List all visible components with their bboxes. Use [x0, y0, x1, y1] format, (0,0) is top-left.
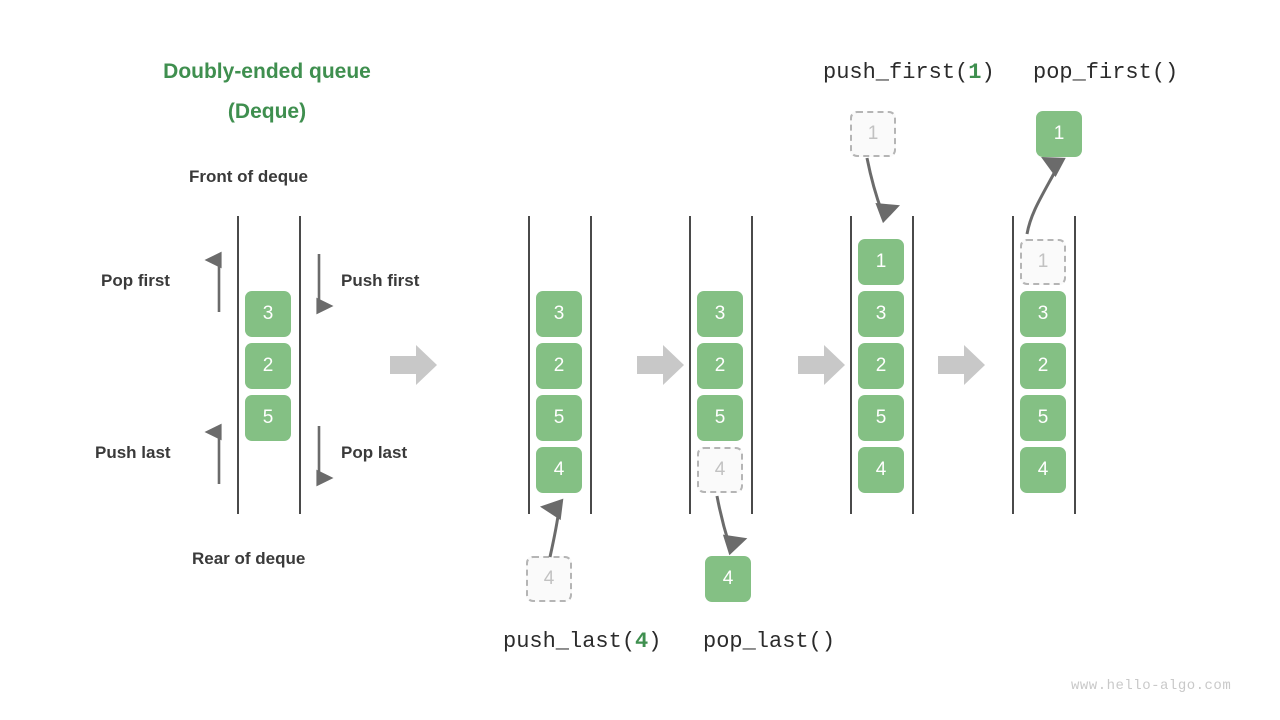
deque-cell: 5 — [858, 395, 904, 441]
deque-cell-new: 4 — [536, 447, 582, 493]
pop-first-arrow-icon — [204, 251, 222, 312]
deque-cell: 2 — [1020, 343, 1066, 389]
deque-rail-right-p3 — [751, 216, 753, 514]
push-last-op-arg: 4 — [635, 629, 649, 654]
push-first-label: Push first — [341, 271, 420, 290]
push-last-op-close: ) — [648, 629, 662, 654]
deque-ghost-cell-removed: 4 — [697, 447, 743, 493]
deque-popped-cell: 4 — [705, 556, 751, 602]
deque-cell: 4 — [858, 447, 904, 493]
deque-cell: 2 — [536, 343, 582, 389]
deque-cell: 2 — [697, 343, 743, 389]
transition-arrow-icon — [390, 345, 437, 385]
pop-last-operation-label: pop_last() — [703, 629, 836, 654]
deque-cell: 5 — [1020, 395, 1066, 441]
deque-rail-right-p5 — [1074, 216, 1076, 514]
transition-arrow-icon — [798, 345, 845, 385]
push-last-operation-label: push_last(4) — [503, 629, 661, 654]
push-last-motion-arrow-icon — [539, 498, 564, 558]
push-last-arrow-icon — [204, 423, 222, 484]
page-title-line2: (Deque) — [227, 100, 307, 123]
deque-cell: 3 — [536, 291, 582, 337]
page-title-line1: Doubly-ended queue — [163, 60, 371, 83]
deque-cell: 3 — [697, 291, 743, 337]
transition-arrow-icon — [938, 345, 985, 385]
pop-first-label: Pop first — [101, 271, 170, 290]
push-last-op-name: push_last( — [503, 629, 636, 654]
front-of-deque-label: Front of deque — [189, 167, 308, 186]
deque-cell: 5 — [245, 395, 291, 441]
transition-arrow-icon — [637, 345, 684, 385]
deque-cell: 2 — [245, 343, 291, 389]
deque-rail-left-p1 — [237, 216, 239, 514]
deque-rail-left-p4 — [850, 216, 852, 514]
deque-cell: 3 — [1020, 291, 1066, 337]
deque-rail-left-p2 — [528, 216, 530, 514]
deque-rail-right-p1 — [299, 216, 301, 514]
deque-cell: 3 — [858, 291, 904, 337]
deque-rail-right-p2 — [590, 216, 592, 514]
deque-ghost-cell-incoming: 1 — [850, 111, 896, 157]
pop-last-motion-arrow-icon — [715, 495, 748, 556]
deque-rail-left-p5 — [1012, 216, 1014, 514]
push-first-op-name: push_first( — [823, 60, 969, 85]
deque-rail-left-p3 — [689, 216, 691, 514]
deque-cell: 5 — [697, 395, 743, 441]
pop-last-arrow-icon — [316, 426, 334, 487]
deque-cell: 2 — [858, 343, 904, 389]
push-first-op-close: ) — [981, 60, 995, 85]
deque-ghost-cell-removed: 1 — [1020, 239, 1066, 285]
site-watermark: www.hello-algo.com — [1071, 678, 1232, 694]
deque-cell: 3 — [245, 291, 291, 337]
deque-popped-cell: 1 — [1036, 111, 1082, 157]
push-last-label: Push last — [95, 443, 171, 462]
pop-last-label: Pop last — [341, 443, 408, 462]
push-first-motion-arrow-icon — [865, 157, 900, 224]
push-first-operation-label: push_first(1) — [823, 60, 995, 85]
deque-cell: 4 — [1020, 447, 1066, 493]
push-first-op-arg: 1 — [968, 60, 982, 85]
pop-first-operation-label: pop_first() — [1033, 60, 1179, 85]
deque-cell-new: 1 — [858, 239, 904, 285]
pop-first-motion-arrow-icon — [1025, 156, 1066, 235]
deque-ghost-cell-incoming: 4 — [526, 556, 572, 602]
deque-rail-right-p4 — [912, 216, 914, 514]
rear-of-deque-label: Rear of deque — [192, 549, 306, 568]
deque-cell: 5 — [536, 395, 582, 441]
push-first-arrow-icon — [316, 254, 334, 315]
